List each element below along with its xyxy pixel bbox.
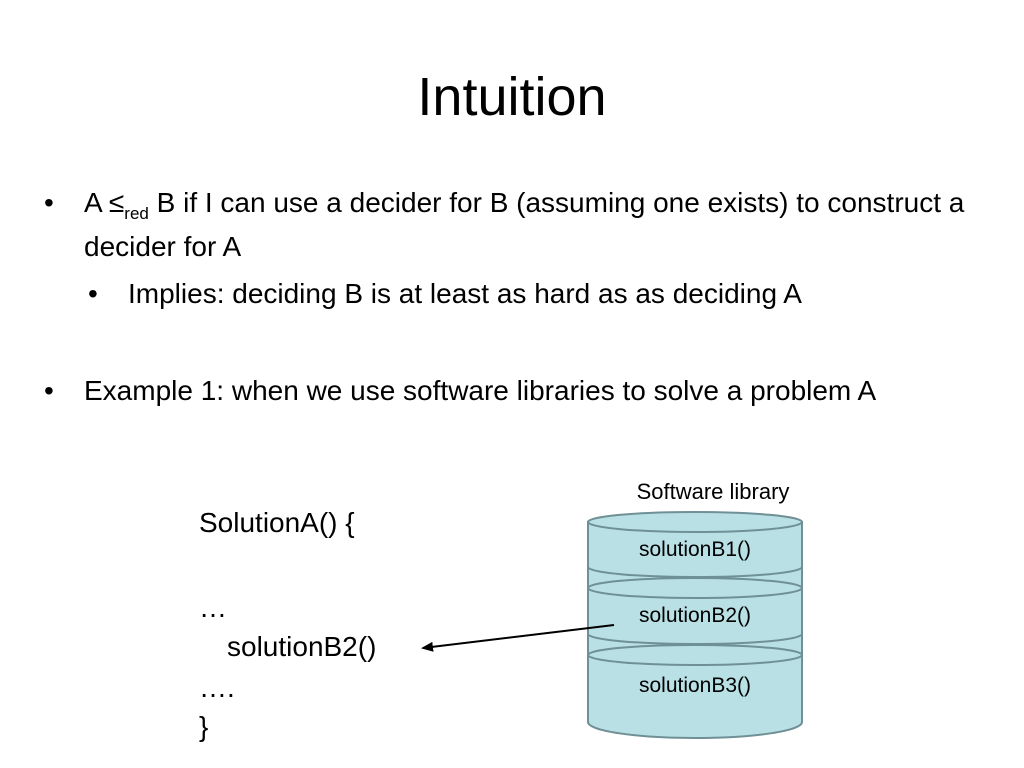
library-disk-seam-2: [587, 633, 803, 645]
code-line-solutionA: SolutionA() {: [199, 507, 355, 538]
library-cell-solutionB1: solutionB1(): [639, 538, 751, 561]
library-disk-seam-1: [587, 566, 803, 578]
bullet-dot: •: [44, 375, 54, 406]
bullet-dot: •: [44, 187, 54, 218]
code-line-ellipsis: …: [199, 592, 227, 623]
library-cell-solutionB3: solutionB3(): [639, 674, 751, 697]
library-disk-top: [587, 511, 803, 533]
bullet-text: Example 1: when we use software librarie…: [84, 375, 877, 406]
sub-bullet-text: Implies: deciding B is at least as hard …: [128, 278, 802, 309]
bullet-dot: •: [88, 278, 98, 309]
reduction-symbol: A ≤: [84, 187, 125, 218]
bullet-text: A ≤red B if I can use a decider for B (a…: [84, 183, 994, 267]
code-line-closing-brace: }: [199, 711, 209, 742]
library-disk-3: [587, 644, 803, 666]
code-line-ellipsis-2: ….: [199, 672, 235, 703]
reduction-description: B if I can use a decider for B (assuming…: [84, 187, 965, 262]
reduction-subscript: red: [124, 204, 149, 223]
software-library-label: Software library: [636, 479, 790, 504]
library-cell-solutionB2: solutionB2(): [639, 604, 751, 627]
call-arrow: [421, 624, 615, 652]
code-line-call-solutionB2: solutionB2(): [227, 631, 377, 662]
library-disk-2: [587, 577, 803, 599]
slide-title: Intuition: [417, 67, 607, 127]
